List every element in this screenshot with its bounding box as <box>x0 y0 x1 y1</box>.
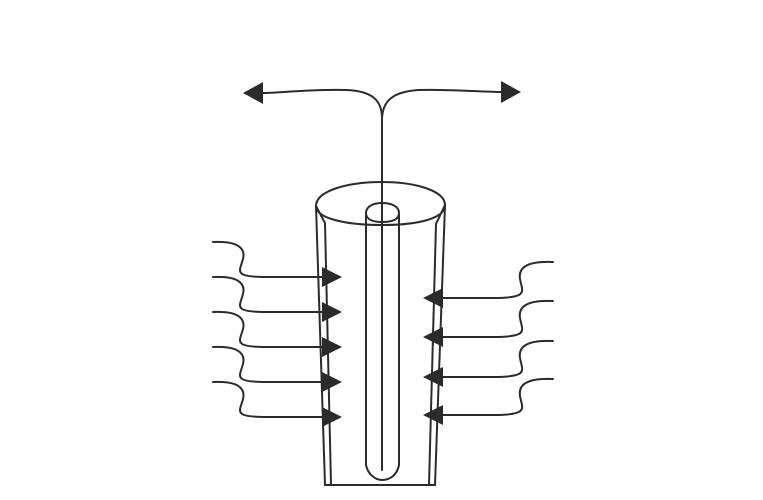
right-inflow-arrowhead <box>423 288 443 308</box>
outflow-stream <box>243 81 521 184</box>
left-inflow-arrowhead <box>322 337 342 357</box>
outflow-right-branch <box>381 88 504 119</box>
right-inflow-group <box>423 260 554 425</box>
left-inflow-group <box>212 240 342 427</box>
hollow-tube <box>315 181 446 486</box>
right-inflow-stream <box>441 299 554 338</box>
left-inflow-stream <box>212 275 323 313</box>
outflow-left-arrowhead <box>243 82 263 104</box>
right-inflow-stream <box>441 339 554 378</box>
right-inflow-arrowhead <box>423 327 443 347</box>
left-inflow-stream <box>212 240 323 278</box>
left-inflow-arrowhead <box>322 372 342 392</box>
outflow-right-arrowhead <box>501 81 521 103</box>
right-inflow-stream <box>441 377 554 416</box>
tube-cut-right-face <box>428 204 446 486</box>
left-inflow-stream <box>212 310 323 348</box>
outflow-left-branch <box>261 88 383 119</box>
left-inflow-arrowhead <box>322 407 342 427</box>
tube-cut-left-face <box>315 205 332 486</box>
right-inflow-arrowhead <box>423 367 443 387</box>
left-inflow-arrowhead <box>322 267 342 287</box>
left-inflow-stream <box>212 345 323 383</box>
right-inflow-stream <box>441 260 554 299</box>
tube-channel-bottom <box>365 464 400 481</box>
left-inflow-stream <box>212 380 323 418</box>
left-inflow-arrowhead <box>322 302 342 322</box>
right-inflow-arrowhead <box>423 405 443 425</box>
